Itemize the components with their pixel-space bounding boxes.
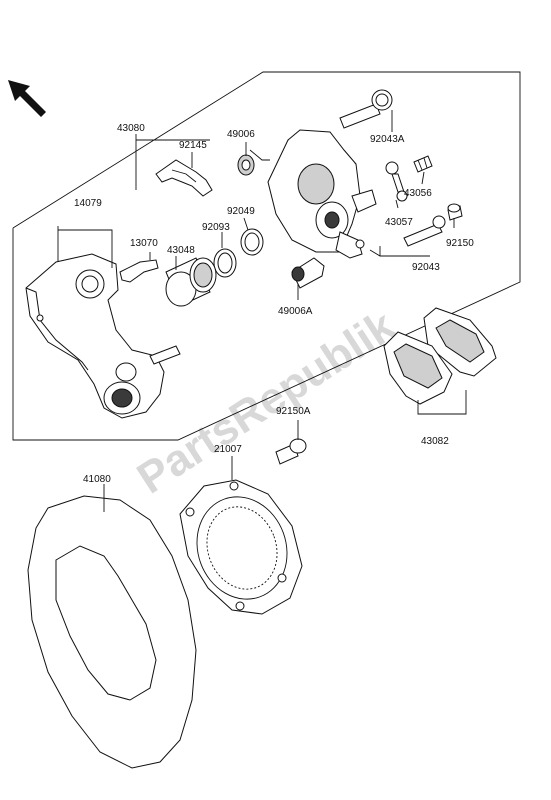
part-13070	[119, 259, 159, 283]
label-43082: 43082	[421, 436, 449, 447]
part-14079-bracket	[25, 253, 181, 419]
label-41080: 41080	[83, 474, 111, 485]
part-92093	[213, 248, 237, 278]
part-43056	[413, 155, 433, 173]
label-92150: 92150	[446, 238, 474, 249]
part-92049	[240, 228, 264, 256]
label-49006A: 49006A	[278, 306, 313, 317]
part-43082-pads	[383, 307, 497, 405]
label-43056: 43056	[404, 188, 432, 199]
watermark: PartsRepublik	[129, 301, 404, 504]
part-92150	[447, 203, 463, 221]
label-49006: 49006	[227, 129, 255, 140]
part-21007-sensor-ring	[179, 479, 303, 615]
label-43080: 43080	[117, 123, 145, 134]
part-92150A	[275, 438, 307, 465]
part-92145	[155, 159, 213, 197]
label-13070: 13070	[130, 238, 158, 249]
label-92093: 92093	[202, 222, 230, 233]
label-92043: 92043	[412, 262, 440, 273]
label-43048: 43048	[167, 245, 195, 256]
part-92043	[403, 215, 446, 247]
label-92150A: 92150A	[276, 406, 311, 417]
label-14079: 14079	[74, 198, 102, 209]
arrow-up-left-icon	[8, 80, 46, 117]
part-92043A	[339, 89, 393, 129]
part-labels: 43080 92145 49006 92043A 14079 13070 430…	[74, 123, 474, 485]
part-49006A	[291, 257, 325, 289]
label-43057: 43057	[385, 217, 413, 228]
assembly-box	[12, 71, 521, 441]
label-92049: 92049	[227, 206, 255, 217]
label-92043A: 92043A	[370, 134, 405, 145]
label-21007: 21007	[214, 444, 242, 455]
leader-lines	[57, 110, 467, 512]
part-43080-caliper	[267, 129, 377, 259]
part-43057	[385, 161, 408, 202]
label-92145: 92145	[179, 140, 207, 151]
part-41080-disc	[27, 495, 197, 769]
part-43048	[165, 257, 217, 307]
part-49006	[237, 154, 255, 176]
